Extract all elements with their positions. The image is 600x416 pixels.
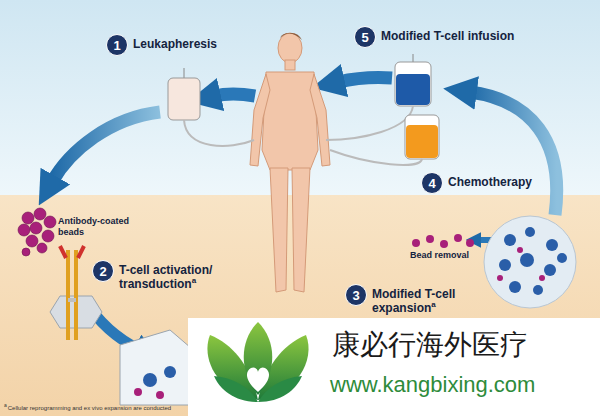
step-text: Modified T-cell expansion: [372, 287, 455, 315]
callout-number: 5: [354, 26, 376, 48]
step-text: T-cell activation/ transduction: [119, 263, 212, 291]
step-text: Chemotherapy: [448, 175, 532, 189]
step-node: 5 Modified T-cell infusion: [354, 26, 581, 48]
step-label: Modified T-cell expansiona: [372, 284, 482, 315]
callout-number: 1: [106, 34, 128, 56]
footnote-mark: a: [192, 276, 196, 285]
callout-number: 2: [92, 260, 114, 282]
footnote-mark: a: [431, 300, 435, 309]
footnote-mark: a: [4, 402, 7, 408]
part-label: Bead removal: [410, 250, 490, 261]
part-label: Antibody-coated beads: [58, 216, 138, 238]
footnote-text: Cellular reprogramming and ex vivo expan…: [8, 405, 171, 411]
callout-number: 4: [421, 172, 443, 194]
step-text: Leukapheresis: [133, 37, 217, 51]
step-label: Modified T-cell infusion: [381, 26, 581, 43]
step-node: 4 Chemotherapy: [421, 172, 558, 194]
step-label: T-cell activation/ transductiona: [119, 260, 237, 291]
step-node: 2T-cell activation/ transductiona: [92, 260, 237, 291]
callout-number: 3: [345, 284, 367, 306]
step-node: 3Modified T-cell expansiona: [345, 284, 482, 315]
step-label: Chemotherapy: [448, 172, 558, 189]
step-label: Leukapheresis: [133, 34, 253, 51]
step-node: 1 Leukapheresis: [106, 34, 253, 56]
watermark: 康必行海外医疗: [332, 328, 592, 362]
watermark: www.kangbixing.com: [330, 372, 595, 398]
footnote: aCellular reprogramming and ex vivo expa…: [4, 404, 186, 412]
step-text: Modified T-cell infusion: [381, 29, 514, 43]
